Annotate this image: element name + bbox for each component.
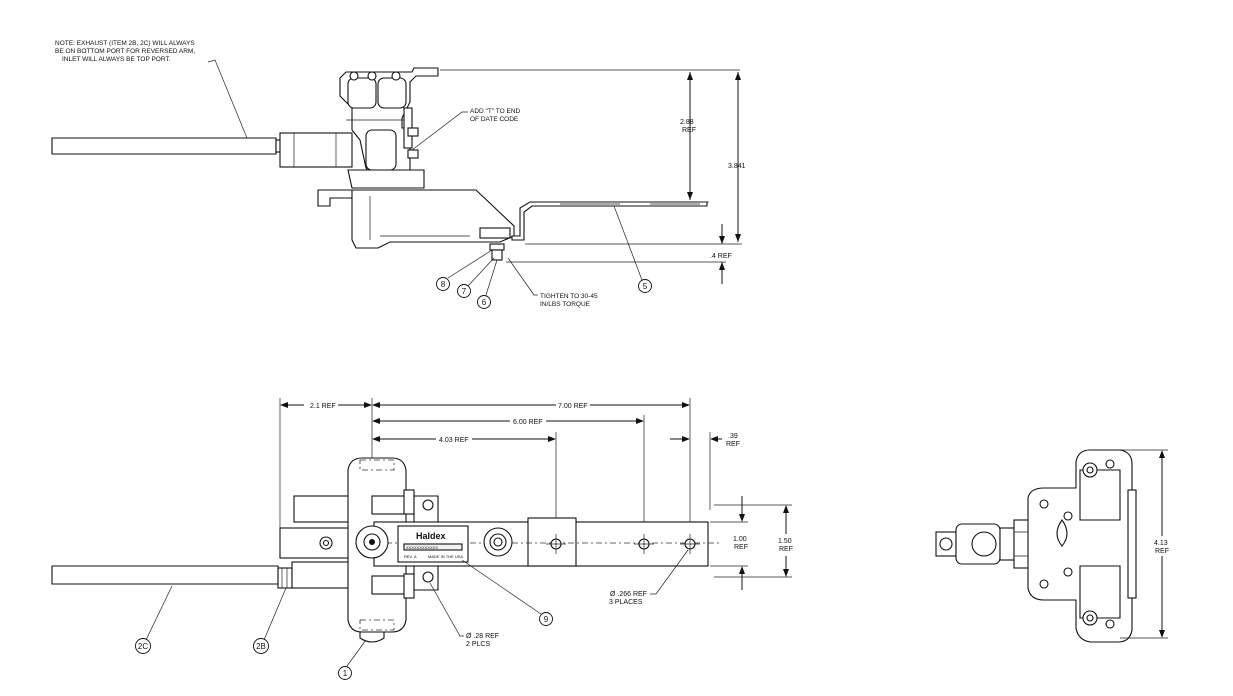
label-serial: XXXXXXXXXXXX <box>406 545 438 550</box>
dim-150-value: 1.50 <box>778 538 792 545</box>
balloon-9-label: 9 <box>544 615 549 624</box>
balloon-8 <box>436 277 450 291</box>
dim-39-value: .39 <box>728 433 738 440</box>
side-view: NOTE: EXHAUST (ITEM 2B, 2C) WILL ALWAYS … <box>51 40 746 309</box>
end-view: 4.13 REF <box>935 449 1169 643</box>
dim-288-ref: REF <box>682 127 696 134</box>
exhaust-note-line-1: NOTE: EXHAUST (ITEM 2B, 2C) WILL ALWAYS <box>55 40 195 47</box>
exhaust-note-line-3: INLET WILL ALWAYS BE TOP PORT. <box>62 56 171 63</box>
balloon-1-label: 1 <box>343 669 348 678</box>
dim-100-value: 1.00 <box>733 536 747 543</box>
balloon-5 <box>638 279 652 293</box>
balloon-6-label: 6 <box>482 298 487 307</box>
dim-3841-value: 3.841 <box>728 163 746 170</box>
control-arm <box>511 201 708 241</box>
torque-note-line-1: TIGHTEN TO 30-45 <box>540 293 598 300</box>
arm-clamp <box>479 227 511 239</box>
torque-note-line-2: IN/LBS TORQUE <box>540 301 591 308</box>
balloon-7 <box>457 284 471 298</box>
dim-413-ref: REF <box>1155 548 1169 555</box>
hole-266-leader <box>650 549 689 595</box>
label-made-in: MADE IN THE USA <box>428 554 463 559</box>
hole-266-line-2: 3 PLACES <box>609 599 643 606</box>
balloon-2c <box>135 638 151 654</box>
balloon-2b-label: 2B <box>256 642 266 651</box>
hose-2c <box>51 565 279 585</box>
label-rev: REV. A <box>404 554 417 559</box>
balloon-5-label: 5 <box>643 282 648 291</box>
exhaust-hose <box>51 137 277 155</box>
fitting-2b <box>277 567 293 589</box>
valve-port-right <box>377 77 407 109</box>
hole-28-leader <box>429 582 464 637</box>
dim-04-value: .4 REF <box>710 253 732 260</box>
balloon-1 <box>338 666 352 680</box>
washer <box>489 243 505 251</box>
dim-39-ref: REF <box>726 441 740 448</box>
end-mount-flange <box>1127 489 1137 599</box>
balloon-8-label: 8 <box>441 280 446 289</box>
date-code-note-line-2: OF DATE CODE <box>470 116 519 123</box>
balloon-2b <box>253 638 269 654</box>
balloon-2c-label: 2C <box>138 642 148 651</box>
balloon-7-label: 7 <box>462 287 467 296</box>
hole-28-line-2: 2 PLCS <box>466 641 490 648</box>
date-code-leader <box>411 111 468 151</box>
dim-150-ref: REF <box>779 546 793 553</box>
dim-700-value: 7.00 REF <box>558 403 588 410</box>
hole-28-line-1: Ø .28 REF <box>466 633 499 640</box>
label-brand: Haldex <box>416 531 446 541</box>
dim-288-value: 2.88 <box>680 119 694 126</box>
dim-413-value: 4.13 <box>1154 540 1168 547</box>
inlet-fitting <box>279 132 353 168</box>
dim-100-ref: REF <box>734 544 748 551</box>
dim-600-value: 6.00 REF <box>513 419 543 426</box>
valve-port-left <box>347 77 377 109</box>
exhaust-note-leader <box>207 59 248 139</box>
balloon-6 <box>477 295 491 309</box>
top-view: 2.1 REF 7.00 REF 6.00 REF 4.03 REF .39 R… <box>51 398 793 680</box>
dim-403-value: 4.03 REF <box>439 437 469 444</box>
balloon-9 <box>539 612 553 626</box>
valve-lower-body <box>351 189 515 249</box>
date-code-note-line-1: ADD "T" TO END <box>470 108 521 115</box>
hole-266-line-1: Ø .266 REF <box>610 591 647 598</box>
valve-base <box>347 169 425 189</box>
exhaust-note-line-2: BE ON BOTTOM PORT FOR REVERSED ARM, <box>55 48 195 55</box>
torque-leader <box>507 257 538 296</box>
dim-21-value: 2.1 REF <box>310 403 336 410</box>
